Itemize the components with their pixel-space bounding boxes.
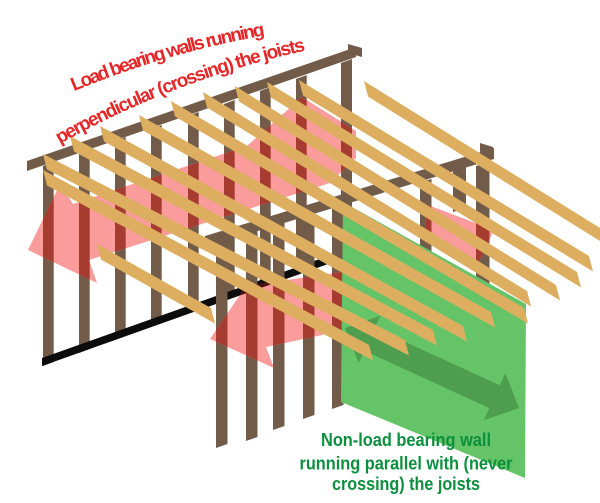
svg-text:crossing) the joists: crossing) the joists — [332, 474, 480, 494]
svg-text:Non-load bearing wall: Non-load bearing wall — [321, 430, 491, 450]
svg-text:running parallel with (never: running parallel with (never — [300, 454, 513, 474]
